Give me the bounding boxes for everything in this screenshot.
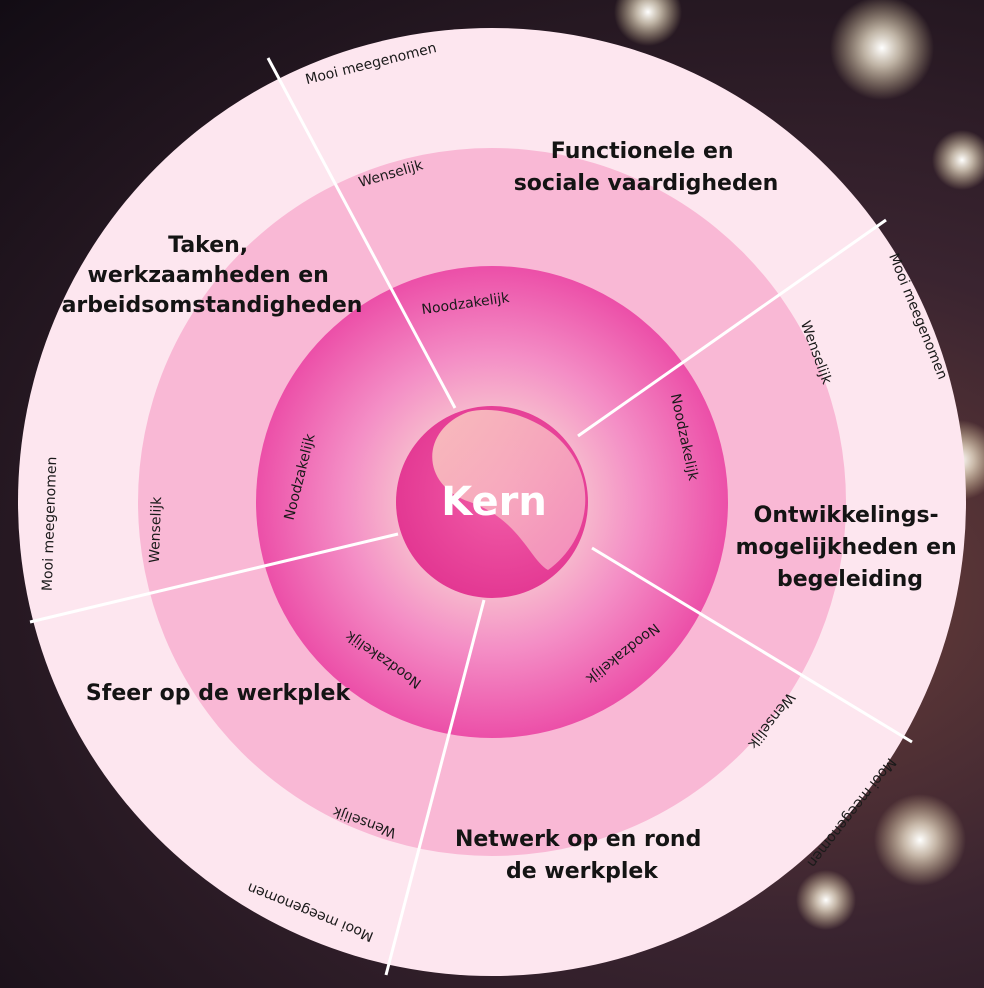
sparkle [614, 0, 682, 46]
sparkle [796, 870, 856, 930]
sparkle [932, 130, 984, 190]
segment-title-ontwikkeling: Ontwikkelings- mogelijkheden en begeleid… [736, 503, 965, 592]
segment-title-vaardigheden: Functionele en sociale vaardigheden [514, 139, 779, 196]
divider-line [29, 532, 399, 624]
segment-title-netwerk: Netwerk op en rond de werkplek [455, 827, 709, 884]
divider-line [384, 599, 486, 976]
segment-title-taken: Taken, werkzaamheden en arbeidsomstandig… [62, 233, 363, 318]
segment-titles: Taken, werkzaamheden en arbeidsomstandig… [62, 139, 965, 884]
sparkle [830, 0, 934, 100]
ring-label-middle: Wenselijk [147, 496, 165, 564]
divider-line [577, 218, 887, 438]
segment-dividers [29, 57, 913, 976]
core-swirl [432, 409, 586, 570]
segment-title-sfeer: Sfeer op de werkplek [86, 681, 352, 706]
divider-line [266, 57, 457, 409]
ring-label-outer: Mooi meegenomen [40, 456, 61, 591]
core-circle: Kern [396, 406, 588, 598]
sparkle [874, 794, 966, 886]
divider-line [591, 546, 913, 744]
core-label: Kern [441, 479, 547, 525]
